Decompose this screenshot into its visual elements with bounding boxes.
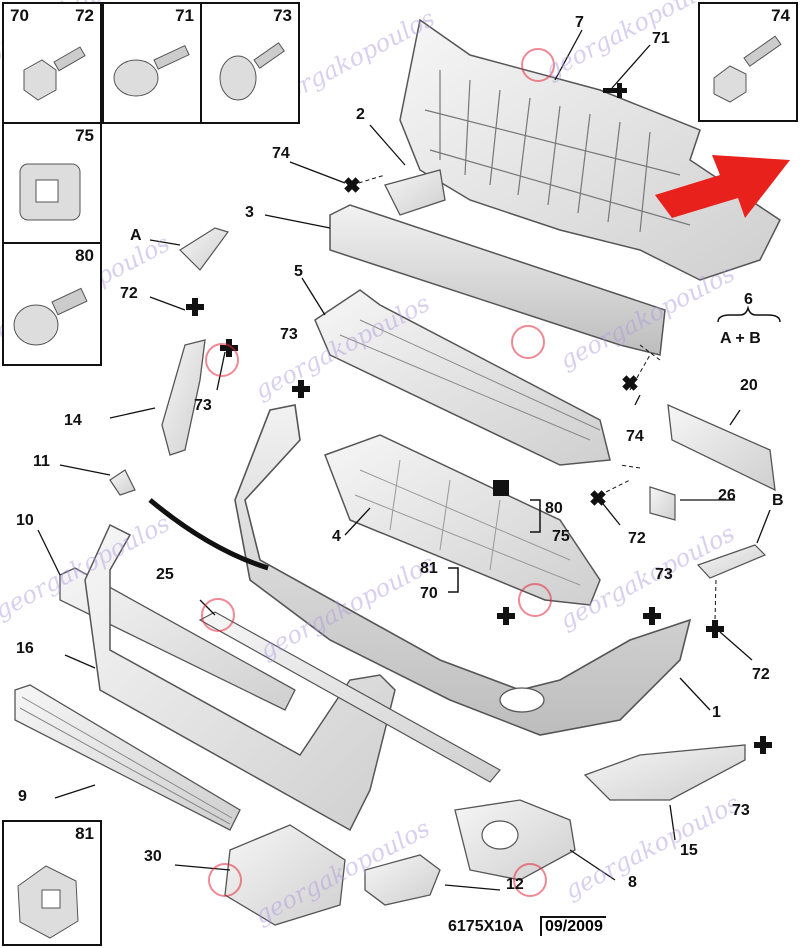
bolt-icon	[23, 46, 86, 101]
callout-81-ref: 81	[420, 560, 438, 577]
callout-80: 80	[75, 246, 94, 265]
callout-71-ref: 71	[652, 30, 670, 47]
callout-2: 2	[356, 106, 365, 123]
callout-73-ref: 73	[280, 326, 298, 343]
callout-75-ref: 75	[552, 528, 570, 545]
part-1-bumper-cover	[234, 404, 692, 736]
callout-20: 20	[740, 377, 758, 394]
part-b-bracket	[696, 544, 767, 579]
callout-6: 6	[744, 291, 753, 308]
callout-81: 81	[75, 824, 94, 843]
fastener-markers	[186, 83, 772, 754]
callout-72-ref: 72	[628, 530, 646, 547]
callout-25: 25	[156, 566, 174, 583]
callout-4: 4	[332, 528, 341, 545]
part-10-upper-grille	[59, 567, 296, 711]
fastener-box-80: 80	[2, 242, 102, 366]
fastener-box-71: 71	[102, 2, 202, 124]
screw-icon	[113, 44, 190, 97]
callout-72-ref: 72	[120, 285, 138, 302]
fastener-box-70-72: 70 72	[2, 2, 102, 124]
callout-73-ref: 73	[194, 397, 212, 414]
flange-bolt-icon	[713, 35, 782, 103]
callout-15: 15	[680, 842, 698, 859]
callout-70: 70	[10, 6, 29, 25]
callout-80-ref: 80	[545, 500, 563, 517]
part-4-undershield	[324, 434, 601, 606]
callout-74-ref: 74	[272, 145, 290, 162]
callout-70-ref: 70	[420, 585, 438, 602]
callout-9: 9	[18, 788, 27, 805]
bracket-81-icon	[17, 865, 79, 939]
part-11-clip	[109, 469, 136, 496]
part-16-lower-frame	[84, 523, 396, 832]
callout-12: 12	[506, 876, 524, 893]
part-a-bracket	[179, 227, 229, 271]
callout-b: B	[772, 492, 784, 509]
fastener-box-75: 75	[2, 122, 102, 244]
callout-6-sub: A + B	[720, 330, 761, 347]
clip-arrow-line	[148, 498, 269, 571]
fog-lamp-opening	[499, 687, 545, 713]
callout-14: 14	[64, 412, 82, 429]
callout-73-ref: 73	[655, 566, 673, 583]
callout-75: 75	[75, 126, 94, 145]
part-2-bracket	[384, 169, 446, 216]
callout-11: 11	[33, 453, 50, 470]
leader-lines	[37, 29, 771, 891]
fastener-box-74: 74	[698, 2, 798, 122]
callout-73: 73	[273, 6, 292, 25]
callout-72: 72	[75, 6, 94, 25]
retainer-icon	[19, 163, 81, 221]
part-5-absorber	[314, 289, 611, 466]
callout-73-ref: 73	[732, 802, 750, 819]
callout-5: 5	[294, 263, 303, 280]
fastener-box-81: 81	[2, 820, 102, 946]
callout-7: 7	[575, 14, 584, 31]
direction-arrow	[655, 155, 790, 218]
callout-16: 16	[16, 640, 34, 657]
callout-10: 10	[16, 512, 34, 529]
push-rivet-icon	[13, 287, 88, 346]
callout-a: A	[130, 227, 142, 244]
group-brace	[717, 305, 781, 323]
part-20-side-grille	[667, 403, 776, 492]
callout-26: 26	[718, 487, 736, 504]
callout-74: 74	[771, 6, 790, 25]
callout-71: 71	[175, 6, 194, 25]
callout-1: 1	[712, 704, 721, 721]
diagram-reference: 6175X10A	[448, 918, 524, 935]
part-15-corner-insert	[583, 744, 746, 801]
part-12-fog-cover	[364, 854, 441, 906]
part-26-bracket	[649, 486, 676, 521]
callout-8: 8	[628, 874, 637, 891]
callout-30: 30	[144, 848, 162, 865]
callout-3: 3	[245, 204, 254, 221]
clip-nut-icon	[219, 42, 286, 101]
callout-72-ref: 72	[752, 666, 770, 683]
part-3-crossbar	[329, 204, 666, 356]
callout-74-ref: 74	[626, 428, 644, 445]
part-14-side-deflector	[161, 339, 206, 456]
diagram-date: 09/2009	[540, 916, 606, 936]
part-25-trim-strip	[198, 611, 501, 783]
fastener-box-73: 73	[200, 2, 300, 124]
